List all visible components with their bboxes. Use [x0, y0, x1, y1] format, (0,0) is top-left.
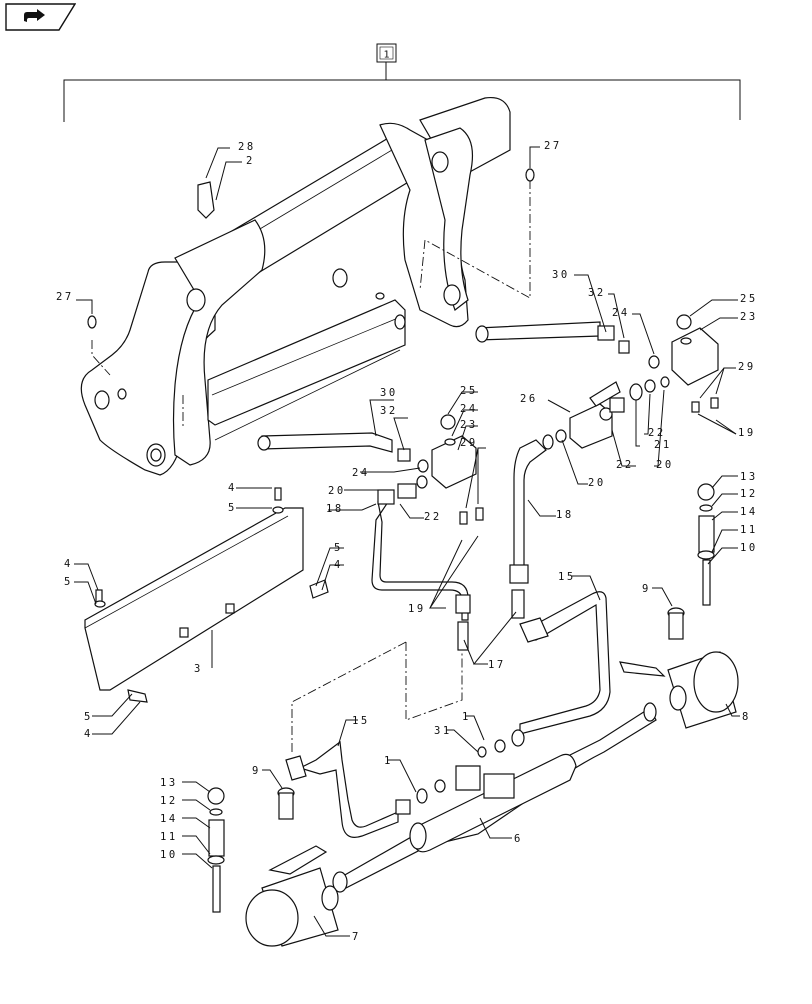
label-22-right-b: 22 [648, 427, 666, 439]
label-27-top: 27 [544, 140, 562, 152]
label-29-right: 29 [738, 361, 756, 373]
coupler-frame [80, 96, 511, 476]
forward-arrow-icon [5, 3, 77, 31]
label-18-right: 18 [556, 509, 574, 521]
pins [277, 607, 685, 820]
label-32-top: 32 [588, 287, 606, 299]
label-2: 2 [246, 155, 255, 167]
label-18-left: 18 [326, 503, 344, 515]
label-15-left: 15 [352, 715, 370, 727]
label-5-b: 5 [64, 576, 73, 588]
label-20-left: 20 [328, 485, 346, 497]
label-21: 21 [654, 439, 672, 451]
label-13-left: 13 [160, 777, 178, 789]
label-24-top: 24 [612, 307, 630, 319]
label-11-left: 11 [160, 831, 178, 843]
label-32-mid: 32 [380, 405, 398, 417]
locking-shaft [245, 651, 739, 947]
label-30-top: 30 [552, 269, 570, 281]
label-5-a: 5 [228, 502, 237, 514]
label-14-left: 14 [160, 813, 178, 825]
label-6: 6 [514, 833, 523, 845]
label-19-right: 19 [738, 427, 756, 439]
label-25-right: 25 [740, 293, 758, 305]
label-4-d: 4 [84, 728, 93, 740]
assembly-callout-label: 1 [383, 50, 389, 61]
hydraulic-hoses [257, 314, 719, 838]
forward-arrow-button[interactable] [4, 3, 77, 31]
part-labels: 28 2 27 27 30 32 24 25 23 29 19 26 22 21… [56, 140, 758, 943]
label-11-right: 11 [740, 524, 758, 536]
label-5-d: 5 [84, 711, 93, 723]
hardware-stack-right [697, 483, 715, 606]
label-20-right-a: 20 [656, 459, 674, 471]
label-17: 17 [488, 659, 506, 671]
label-23-mid: 23 [460, 419, 478, 431]
label-26: 26 [520, 393, 538, 405]
label-9-left: 9 [252, 765, 261, 777]
label-8: 8 [742, 711, 751, 723]
label-31: 31 [434, 725, 452, 737]
label-13-right: 13 [740, 471, 758, 483]
label-20-right-b: 20 [588, 477, 606, 489]
label-7: 7 [352, 931, 361, 943]
top-small-parts [87, 168, 535, 329]
label-4-c: 4 [334, 559, 343, 571]
label-1-b: 1 [384, 755, 393, 767]
label-10-left: 10 [160, 849, 178, 861]
label-19-mid: 19 [408, 603, 426, 615]
label-12-right: 12 [740, 488, 758, 500]
label-5-c: 5 [334, 542, 343, 554]
leader-lines [74, 146, 740, 937]
label-24-left: 24 [352, 467, 370, 479]
bottom-plate [84, 487, 329, 703]
label-1-a: 1 [462, 711, 471, 723]
assembly-bracket: 1 [63, 43, 741, 122]
label-10-right: 10 [740, 542, 758, 554]
label-22-left: 22 [424, 511, 442, 523]
label-22-right-a: 22 [616, 459, 634, 471]
label-3: 3 [194, 663, 203, 675]
label-27-left: 27 [56, 291, 74, 303]
label-12-left: 12 [160, 795, 178, 807]
label-25-mid: 25 [460, 385, 478, 397]
label-29-mid: 29 [460, 437, 478, 449]
hardware-stack-left [207, 787, 225, 913]
label-15-right: 15 [558, 571, 576, 583]
label-24-mid: 24 [460, 403, 478, 415]
label-4-b: 4 [64, 558, 73, 570]
label-28: 28 [238, 141, 256, 153]
label-23-right: 23 [740, 311, 758, 323]
assembly-centerlines [91, 180, 531, 752]
label-14-right: 14 [740, 506, 758, 518]
label-9-right: 9 [642, 583, 651, 595]
label-30-mid: 30 [380, 387, 398, 399]
label-4-a: 4 [228, 482, 237, 494]
